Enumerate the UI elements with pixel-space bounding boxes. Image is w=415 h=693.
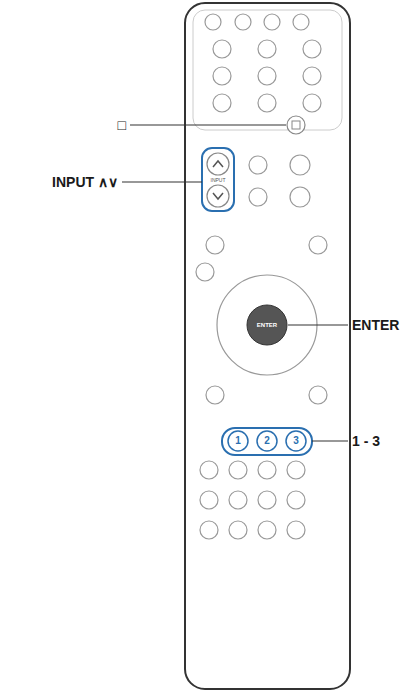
remote-button <box>235 14 251 30</box>
remote-button <box>290 155 310 175</box>
number-button <box>228 431 248 451</box>
remote-button <box>206 236 224 254</box>
remote-button <box>249 188 267 206</box>
number-button <box>286 431 306 451</box>
remote-button <box>229 461 247 479</box>
remote-button <box>213 94 231 112</box>
input-up-button <box>207 153 229 175</box>
top-panel <box>193 10 342 130</box>
remote-button <box>303 40 321 58</box>
input-down-button <box>207 185 229 207</box>
remote-button <box>258 40 276 58</box>
remote-button <box>264 14 280 30</box>
remote-button <box>293 14 309 30</box>
remote-button <box>205 14 221 30</box>
button-group <box>196 14 327 539</box>
leader-line <box>312 440 348 441</box>
remote-button <box>303 67 321 85</box>
remote-button <box>249 156 267 174</box>
remote-button <box>213 40 231 58</box>
remote-button <box>200 461 218 479</box>
remote-button <box>213 67 231 85</box>
remote-button <box>258 67 276 85</box>
number-label: 1 - 3 <box>352 434 380 448</box>
remote-button <box>309 386 327 404</box>
remote-button <box>229 491 247 509</box>
leader-line <box>288 324 348 325</box>
remote-button <box>290 187 310 207</box>
down-chevron <box>213 193 223 199</box>
button-text: ENTER <box>257 322 277 328</box>
remote-button <box>258 521 276 539</box>
button-text: INPUT <box>211 178 226 183</box>
leader-line <box>130 124 286 125</box>
remote-button <box>196 263 214 281</box>
stop-label: □ <box>118 118 126 132</box>
enter-button <box>247 305 287 345</box>
remote-button <box>229 521 247 539</box>
remote-button <box>287 461 305 479</box>
remote-button <box>206 386 224 404</box>
number-button <box>257 431 277 451</box>
remote-button <box>287 491 305 509</box>
input-label: INPUT ∧∨ <box>52 175 118 189</box>
remote-button <box>303 94 321 112</box>
remote-button <box>258 491 276 509</box>
remote-button <box>258 94 276 112</box>
button-number: 3 <box>293 436 299 446</box>
stop-button <box>287 116 305 134</box>
remote-button <box>258 461 276 479</box>
input-highlight <box>202 148 234 211</box>
button-number: 2 <box>264 436 270 446</box>
leader-line <box>122 181 202 182</box>
number-highlight <box>222 428 312 455</box>
button-number: 1 <box>235 436 241 446</box>
remote-body <box>185 3 350 689</box>
remote-button <box>287 521 305 539</box>
remote-button <box>200 521 218 539</box>
remote-button <box>200 491 218 509</box>
remote-button <box>309 236 327 254</box>
enter-label: ENTER <box>352 318 399 332</box>
stop-symbol <box>292 121 300 129</box>
up-chevron <box>213 161 223 167</box>
